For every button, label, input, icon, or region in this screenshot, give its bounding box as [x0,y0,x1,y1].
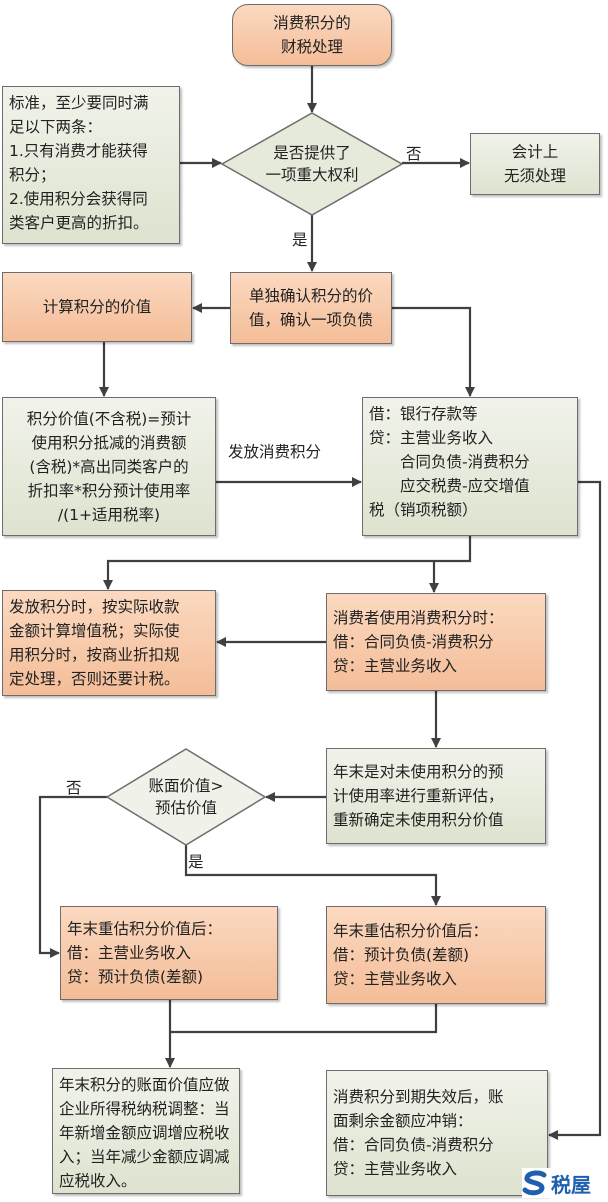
text-line: 借：合同负债-消费积分 [333,1136,494,1154]
text-line: 计使用率进行重新评估， [333,787,504,805]
arrow-entry-to-expiry [548,480,602,1140]
text-line: 积分； [9,166,56,184]
decision2-yes-label: 是 [188,853,204,871]
text-line: (含税)*高出同类客户的 [29,457,189,476]
text-line: 标准，至少要同时满 [9,94,149,112]
text-line: 积分价值(不含税)=预计 [26,409,192,428]
decision1-text: 是否提供了 一项重大权利 [232,130,392,198]
text-line: 用积分时，按商业折扣规 [9,646,180,664]
text-line: 账面价值> [148,777,224,795]
text-line: 发放积分时，按实际收款 [9,598,180,616]
text-line: 会计上 [511,143,559,161]
calc-value-box: 计算积分的价值 [2,272,192,342]
text-line: 预估价值 [154,799,217,817]
year-end-review-box: 年末是对未使用积分的预 计使用率进行重新评估， 重新确定未使用积分价值 [326,748,546,844]
text-line: 年末是对未使用积分的预 [333,763,504,781]
text-line: 消费者使用消费积分时： [333,609,504,627]
decision2-diamond [105,748,267,846]
arrow-decision2-no [38,795,107,958]
text-line: 贷：主营业务收入 [333,657,458,675]
decision1-no-label: 否 [406,145,422,163]
text-line: 贷：主营业务收入 [333,1160,458,1178]
tax-adjust-box: 年末积分的账面价值应做 企业所得税纳税调整：当 年新增金额应调增应税收 入；当年… [52,1068,240,1194]
text-line: 借：合同负债-消费积分 [333,633,494,651]
text-line: 入；当年减少金额应调减 [59,1148,230,1166]
text-line: 年末重估积分价值后： [333,922,489,940]
arrow-recognize-to-entry [392,306,475,397]
arrow-entry-to-vat [103,536,472,590]
text-line: 借：主营业务收入 [67,944,192,962]
title-line: 财税处理 [280,38,343,56]
expiry-entry-box: 消费积分到期失效后，账 面剩余金额应冲销： 借：合同负债-消费积分 贷：主营业务… [326,1070,548,1196]
watermark: 税屋 [522,1168,604,1198]
text-line: 应税收入。 [59,1172,137,1190]
use-entry-box: 消费者使用消费积分时： 借：合同负债-消费积分 贷：主营业务收入 [326,593,546,691]
text-line: 折扣率*积分预计使用率 [27,481,191,500]
decision2-text: 账面价值> 预估价值 [120,765,252,829]
text-line: 计算积分的价值 [42,298,152,316]
text-line: 2.使用积分会获得同 [9,190,148,208]
text-line: 定处理，否则还要计税。 [9,670,180,688]
issue-entry-box: 借：银行存款等 贷：主营业务收入 合同负债-消费积分 应交税费-应交增值 税（销… [362,397,578,536]
decision1-diamond [220,112,404,216]
text-line: 单独确认积分的价 [248,287,373,305]
text-line: /(1+适用税率) [57,505,161,524]
no-treatment-box: 会计上 无须处理 [470,133,600,195]
arrow-revalue-right-join [170,1004,438,1034]
text-line: 是否提供了 [273,144,351,162]
decision2-no-label: 否 [66,779,82,797]
text-line: 消费积分到期失效后，账 [333,1088,504,1106]
text-line: 重新确定未使用积分价值 [333,811,504,829]
text-line: 借：预计负债(差额) [333,946,470,964]
watermark-text: 税屋 [551,1172,591,1197]
text-line: 税（销项税额） [369,501,478,519]
text-line: 值，确认一项负债 [248,311,373,329]
text-line: 类客户更高的折扣。 [9,214,149,232]
start-node: 消费积分的 财税处理 [232,4,392,66]
text-line: 合同负债-消费积分 [369,453,530,471]
decision1-yes-label: 是 [292,231,308,249]
text-line: 1.只有消费才能获得 [9,142,148,160]
revalue-left-box: 年末重估积分价值后： 借：主营业务收入 贷：预计负债(差额) [60,906,278,1000]
text-line: 年末重估积分价值后： [67,920,223,938]
text-line: 年新增金额应调增应税收 [59,1124,230,1142]
criteria-note: 标准，至少要同时满 足以下两条： 1.只有消费才能获得 积分； 2.使用积分会获… [2,86,180,244]
revalue-right-box: 年末重估积分价值后： 借：预计负债(差额) 贷：主营业务收入 [326,906,546,1004]
recognize-liability-box: 单独确认积分的价 值，确认一项负债 [230,272,392,344]
text-line: 贷：主营业务收入 [333,970,458,988]
text-line: 金额计算增值税；实际使 [9,622,180,640]
text-line: 贷：预计负债(差额) [67,968,204,986]
text-line: 借：银行存款等 [369,405,478,423]
text-line: 应交税费-应交增值 [369,477,530,495]
text-line: 无须处理 [503,167,566,185]
arrow-decision2-yes [184,845,441,906]
text-line: 年末积分的账面价值应做 [59,1076,230,1094]
vat-note-box: 发放积分时，按实际收款 金额计算增值税；实际使 用积分时，按商业折扣规 定处理，… [2,590,216,696]
text-line: 足以下两条： [9,118,103,136]
issue-points-label: 发放消费积分 [228,443,322,461]
text-line: 面剩余金额应冲销： [333,1112,473,1130]
logo-icon [522,1170,547,1196]
title-line: 消费积分的 [273,14,351,32]
text-line: 贷：主营业务收入 [369,429,494,447]
formula-box: 积分价值(不含税)=预计 使用积分抵减的消费额 (含税)*高出同类客户的 折扣率… [2,397,216,536]
text-line: 使用积分抵减的消费额 [31,433,187,452]
text-line: 一项重大权利 [265,166,359,184]
text-line: 企业所得税纳税调整：当 [59,1100,230,1118]
